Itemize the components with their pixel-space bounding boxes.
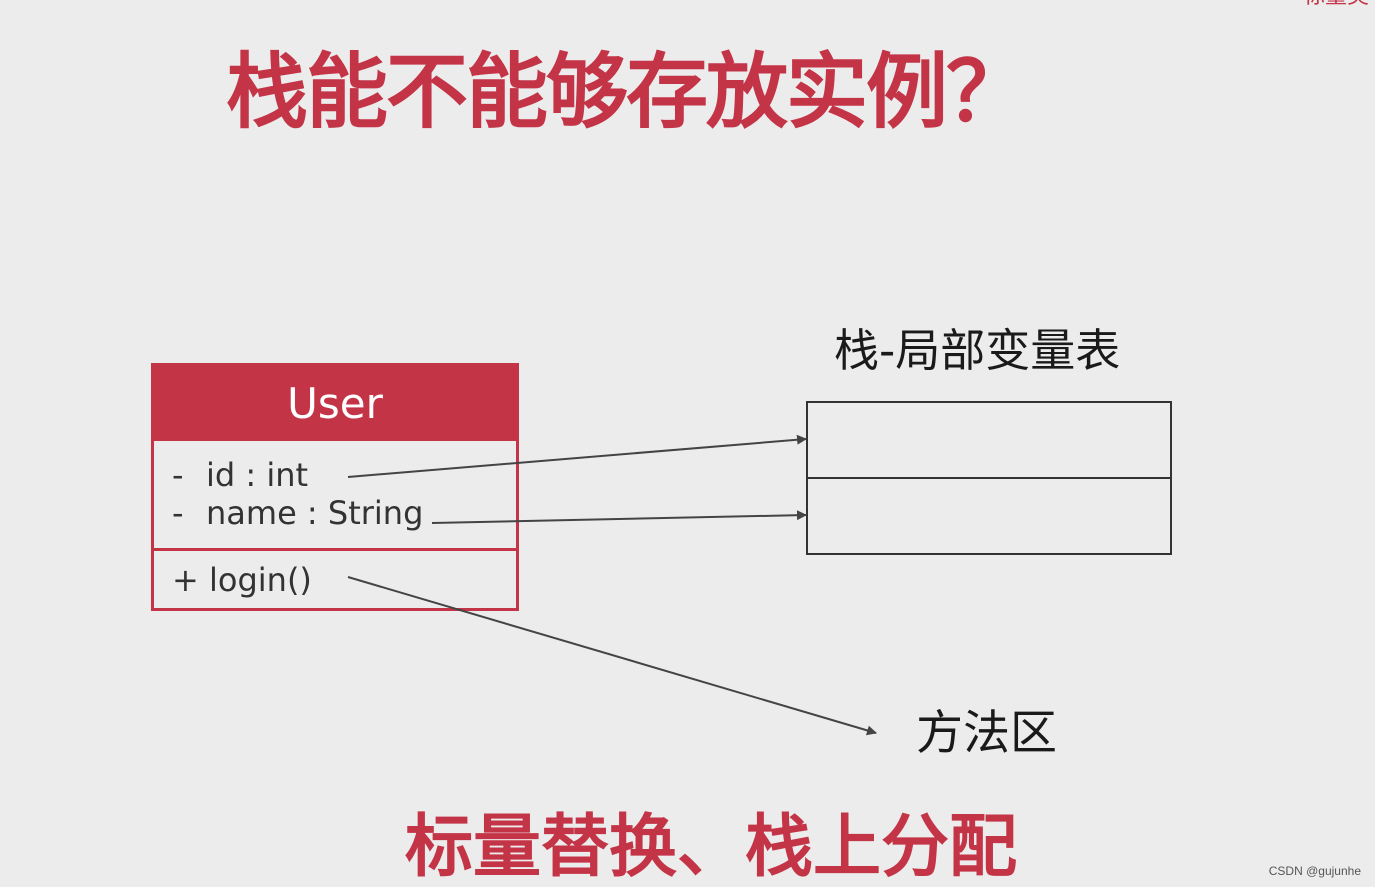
visibility-marker: - bbox=[172, 456, 184, 494]
stack-label: 栈-局部变量表 bbox=[834, 324, 1121, 377]
uml-methods-section: + login() bbox=[154, 551, 516, 608]
attribute-text: name : String bbox=[206, 494, 424, 532]
uml-class-name: User bbox=[154, 366, 516, 441]
uml-attribute-id: -id : int bbox=[172, 459, 308, 491]
watermark: CSDN @gujunhe bbox=[1268, 864, 1361, 878]
slide-title: 栈能不能够存放实例？ bbox=[226, 45, 1028, 140]
visibility-marker: - bbox=[172, 494, 184, 532]
method-text: login() bbox=[208, 561, 312, 599]
uml-method-login: + login() bbox=[172, 564, 312, 596]
corner-text: 标量类 bbox=[1303, 0, 1369, 8]
uml-attribute-name: -name : String bbox=[172, 497, 423, 529]
stack-slot-2 bbox=[808, 479, 1170, 553]
stack-slot-1 bbox=[808, 403, 1170, 479]
uml-class-box: User -id : int -name : String + login() bbox=[151, 363, 519, 611]
uml-attributes-section: -id : int -name : String bbox=[154, 441, 516, 551]
attribute-text: id : int bbox=[206, 456, 309, 494]
stack-local-variable-table bbox=[806, 401, 1172, 555]
footer-title: 标量替换、栈上分配 bbox=[405, 808, 1018, 887]
visibility-marker: + bbox=[172, 561, 199, 599]
method-area-label: 方法区 bbox=[916, 706, 1057, 761]
